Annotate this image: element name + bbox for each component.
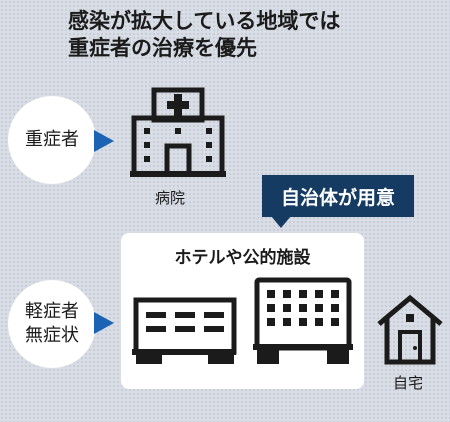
title-line-1: 感染が拡大している地域では xyxy=(68,9,341,33)
home-icon xyxy=(377,294,443,365)
banner-label: 自治体が用意 xyxy=(280,186,395,209)
severe-patients-circle: 重症者 xyxy=(8,96,96,184)
municipality-banner: 自治体が用意 xyxy=(262,175,414,217)
diagram-title: 感染が拡大している地域では 重症者の治療を優先 xyxy=(68,8,340,62)
banner-pointer xyxy=(271,216,291,228)
hospital-label: 病院 xyxy=(155,189,186,207)
home-label: 自宅 xyxy=(393,374,424,392)
mild-patients-label: 軽症者 xyxy=(25,301,79,322)
hospital-icon xyxy=(130,87,226,177)
arrow-right-icon xyxy=(94,130,114,152)
mild-patients-circle: 軽症者 無症状 xyxy=(8,280,96,368)
hotel-icon xyxy=(132,297,237,364)
facility-box-title: ホテルや公的施設 xyxy=(174,248,311,268)
arrow-right-icon xyxy=(94,312,114,334)
asymptomatic-label: 無症状 xyxy=(25,325,79,346)
title-line-2: 重症者の治療を優先 xyxy=(68,36,257,60)
severe-patients-label: 重症者 xyxy=(25,129,79,150)
public-facility-icon xyxy=(253,277,353,364)
